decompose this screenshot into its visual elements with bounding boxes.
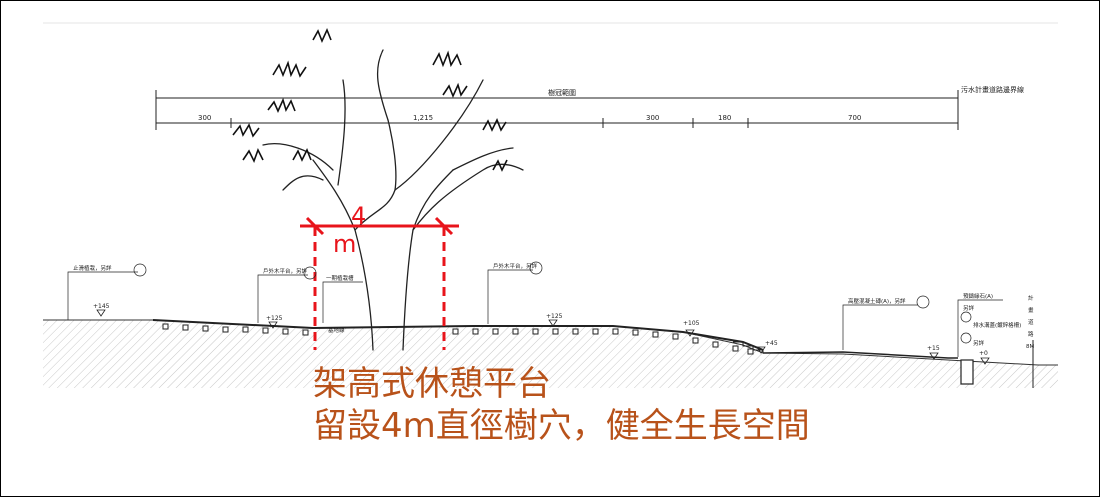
edge-label-2: 畫 bbox=[1028, 306, 1034, 314]
edge-label-4: 路 bbox=[1028, 330, 1034, 338]
level-marker-3: +125 bbox=[546, 313, 563, 320]
callout-left-1: 止滑植栽，另詳 bbox=[73, 264, 112, 272]
segment-label-3: 300 bbox=[646, 114, 659, 122]
tree-illustration bbox=[262, 49, 524, 351]
tree-hole-unit: m bbox=[333, 230, 356, 258]
level-marker-5: +45 bbox=[765, 340, 778, 347]
tree-hole-annotation bbox=[300, 216, 459, 350]
edge-label-5: 8M bbox=[1026, 344, 1034, 350]
callout-right-4: 排水溝蓋(鍍鋅格柵) bbox=[973, 321, 1021, 329]
dimension-lines bbox=[155, 90, 959, 130]
tree-foliage bbox=[232, 27, 508, 172]
segment-label-5: 700 bbox=[848, 114, 861, 122]
segment-label-1: 300 bbox=[198, 114, 211, 122]
callout-right-1: 高壓混凝土磚(A)，另詳 bbox=[848, 297, 906, 305]
callout-right-3: 另詳 bbox=[963, 304, 975, 312]
top-dimension-note: 樹冠範圍 bbox=[548, 88, 576, 97]
level-marker-7: +0 bbox=[979, 350, 988, 357]
cross-section-drawing: 樹冠範圍 污水計畫道路邊界線 300 1,215 300 180 700 bbox=[43, 22, 1058, 388]
callout-ground: 基地線 bbox=[328, 326, 345, 334]
segment-label-4: 180 bbox=[718, 114, 731, 122]
edge-label-3: 道 bbox=[1028, 318, 1034, 326]
right-dimension-note: 污水計畫道路邊界線 bbox=[961, 85, 1024, 94]
deck-piers bbox=[162, 323, 754, 355]
callout-right-2: 預鑄緣石(A) bbox=[963, 292, 993, 300]
edge-label-1: 計 bbox=[1028, 294, 1034, 302]
caption-line-1: 架高式休憩平台 bbox=[313, 364, 551, 404]
paved-path bbox=[762, 351, 958, 359]
level-marker-1: +145 bbox=[93, 303, 110, 310]
drain-channel bbox=[960, 359, 974, 385]
caption-line-2: 留設4m直徑樹穴，健全生長空間 bbox=[313, 406, 810, 446]
level-marker-4: +105 bbox=[683, 320, 700, 327]
tree-hole-width: 4 bbox=[351, 202, 366, 230]
ground-section bbox=[43, 320, 1058, 388]
callout-mid: 戶外木平台，另詳 bbox=[493, 262, 538, 270]
callout-left-3: 一期植栽槽 bbox=[326, 274, 354, 282]
segment-label-2: 1,215 bbox=[413, 114, 433, 122]
level-marker-6: +15 bbox=[927, 345, 940, 352]
callout-left-2: 戶外木平台，另詳 bbox=[263, 267, 308, 275]
level-marker-2: +125 bbox=[266, 315, 283, 322]
callout-right-5: 另詳 bbox=[973, 339, 985, 347]
